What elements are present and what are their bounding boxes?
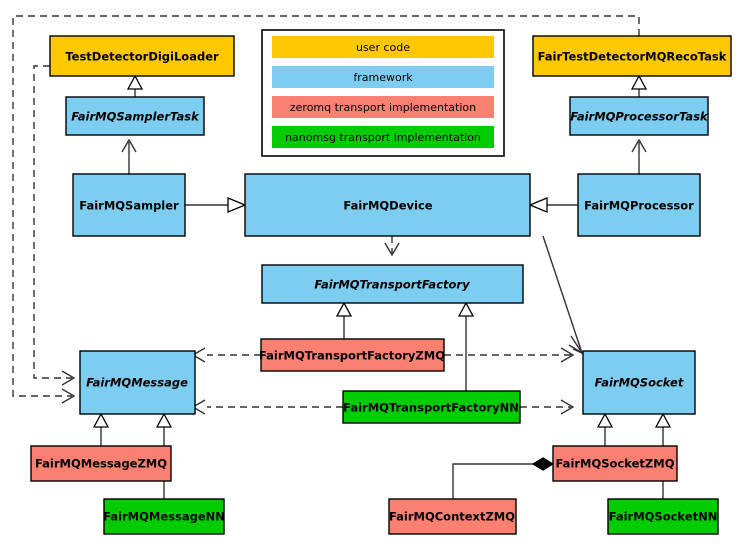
node-fairmqsocket[interactable]: FairMQSocket <box>582 350 696 415</box>
edge-factoryzmq-to-message <box>191 347 261 363</box>
node-label: FairMQSocketZMQ <box>556 457 675 471</box>
edge-contextzmq-composition-socketzmq <box>452 457 555 499</box>
legend-item-nanomsg: nanomsg transport implementation <box>272 126 494 148</box>
legend-item-framework: framework <box>272 66 494 88</box>
node-label: FairMQMessageNN <box>103 510 225 524</box>
legend-item-label: user code <box>356 41 410 54</box>
legend-item-user-code: user code <box>272 36 494 58</box>
edge-sampler-to-samplertask <box>121 138 137 174</box>
node-fairmqsamplertask[interactable]: FairMQSamplerTask <box>65 96 205 136</box>
edge-digiloader-to-message <box>33 65 76 386</box>
legend-item-label: zeromq transport implementation <box>290 101 476 114</box>
node-fairtestdetectormqrecotask[interactable]: FairTestDetectorMQRecoTask <box>532 35 732 77</box>
node-fairmqtransportfactorynn[interactable]: FairMQTransportFactoryNN <box>342 390 521 424</box>
node-fairmqcontextzmq[interactable]: FairMQContextZMQ <box>388 498 517 535</box>
node-fairmqmessagezmq[interactable]: FairMQMessageZMQ <box>30 445 172 482</box>
edge-socketzmq-inherits-socket <box>596 412 614 446</box>
node-fairmqprocessortask[interactable]: FairMQProcessorTask <box>569 96 709 136</box>
edge-sampler-inherits-device <box>185 197 247 213</box>
node-label: FairTestDetectorMQRecoTask <box>538 50 727 64</box>
edge-device-to-transportfactory <box>384 236 400 257</box>
node-label: FairMQProcessorTask <box>570 110 709 124</box>
legend: user code framework zeromq transport imp… <box>261 29 505 157</box>
legend-item-label: nanomsg transport implementation <box>285 131 481 144</box>
edge-messagezmq-inherits-message <box>92 412 110 446</box>
node-fairmqtransportfactory[interactable]: FairMQTransportFactory <box>261 264 524 304</box>
node-label: FairMQTransportFactory <box>314 278 470 292</box>
edge-recotask-to-message <box>12 15 640 404</box>
node-label: FairMQSocket <box>595 376 684 390</box>
node-fairmqsampler[interactable]: FairMQSampler <box>72 173 186 237</box>
node-label: FairMQSampler <box>79 199 179 213</box>
node-label: FairMQMessage <box>86 376 188 390</box>
node-label: FairMQTransportFactoryZMQ <box>259 349 445 363</box>
legend-item-label: framework <box>353 71 413 84</box>
node-label: FairMQProcessor <box>584 199 694 213</box>
node-fairmqmessage[interactable]: FairMQMessage <box>79 350 196 415</box>
edge-factorynn-to-socket <box>520 399 575 415</box>
edge-factoryzmq-to-socket <box>444 347 575 363</box>
node-fairmqtransportfactoryzmq[interactable]: FairMQTransportFactoryZMQ <box>259 338 445 372</box>
edge-processor-to-processortask <box>631 138 647 174</box>
node-fairmqsocketzmq[interactable]: FairMQSocketZMQ <box>552 445 678 482</box>
node-label: FairMQMessageZMQ <box>35 457 167 471</box>
edge-processortask-inherits-recotask <box>630 74 648 97</box>
node-fairmqprocessor[interactable]: FairMQProcessor <box>577 173 701 237</box>
node-label: FairMQSocketNN <box>609 510 718 524</box>
legend-item-zeromq: zeromq transport implementation <box>272 96 494 118</box>
edge-processor-inherits-device <box>528 197 578 213</box>
edge-factorynn-inherits-factory <box>457 301 475 391</box>
node-fairmqdevice[interactable]: FairMQDevice <box>244 173 531 237</box>
edge-device-to-socket <box>542 235 584 355</box>
node-fairmqsocketnn[interactable]: FairMQSocketNN <box>607 498 719 535</box>
edge-factoryzmq-inherits-factory <box>335 301 353 339</box>
edge-factorynn-to-message <box>191 399 343 415</box>
node-fairmqmessagenn[interactable]: FairMQMessageNN <box>103 498 225 535</box>
node-label: TestDetectorDigiLoader <box>65 50 219 64</box>
node-label: FairMQContextZMQ <box>389 510 515 524</box>
node-label: FairMQSamplerTask <box>71 110 200 124</box>
node-label: FairMQTransportFactoryNN <box>343 401 519 415</box>
edge-samplertask-inherits-digiloader <box>126 74 144 97</box>
node-testdetectordigiloader[interactable]: TestDetectorDigiLoader <box>49 35 235 77</box>
node-layer: TestDetectorDigiLoader FairMQSamplerTask… <box>30 35 732 535</box>
node-label: FairMQDevice <box>343 199 432 213</box>
